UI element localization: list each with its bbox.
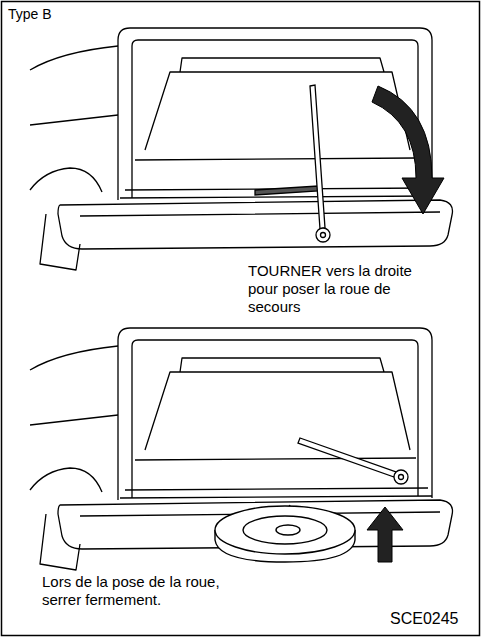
lift-arrow: [367, 507, 403, 562]
wrench-upright: [255, 85, 330, 242]
wrench-lying: [298, 438, 408, 484]
wrench-socket: [394, 470, 408, 484]
tire-tread: [215, 506, 355, 554]
wrench-handle: [310, 85, 325, 229]
wheel-hub: [276, 525, 300, 535]
type-heading: Type B: [8, 6, 52, 23]
spare-tire: [215, 506, 355, 562]
wrench-socket: [316, 228, 330, 242]
wrench-socket-hole: [399, 475, 404, 480]
wrench-socket-hole: [321, 233, 326, 238]
wheel-rim: [243, 516, 327, 544]
instruction-note: TOURNER vers la droite pour poser la rou…: [248, 262, 413, 316]
wrench-bar: [298, 438, 396, 477]
vehicle-rear-bottom: [30, 328, 453, 570]
figure-code: SCE0245: [390, 609, 459, 628]
vehicle-rear-top: [30, 28, 453, 270]
wrench-rod: [255, 186, 318, 195]
rotate-arrow: [372, 86, 444, 214]
instruction-note: Lors de la pose de la roue, serrer ferme…: [42, 573, 247, 609]
